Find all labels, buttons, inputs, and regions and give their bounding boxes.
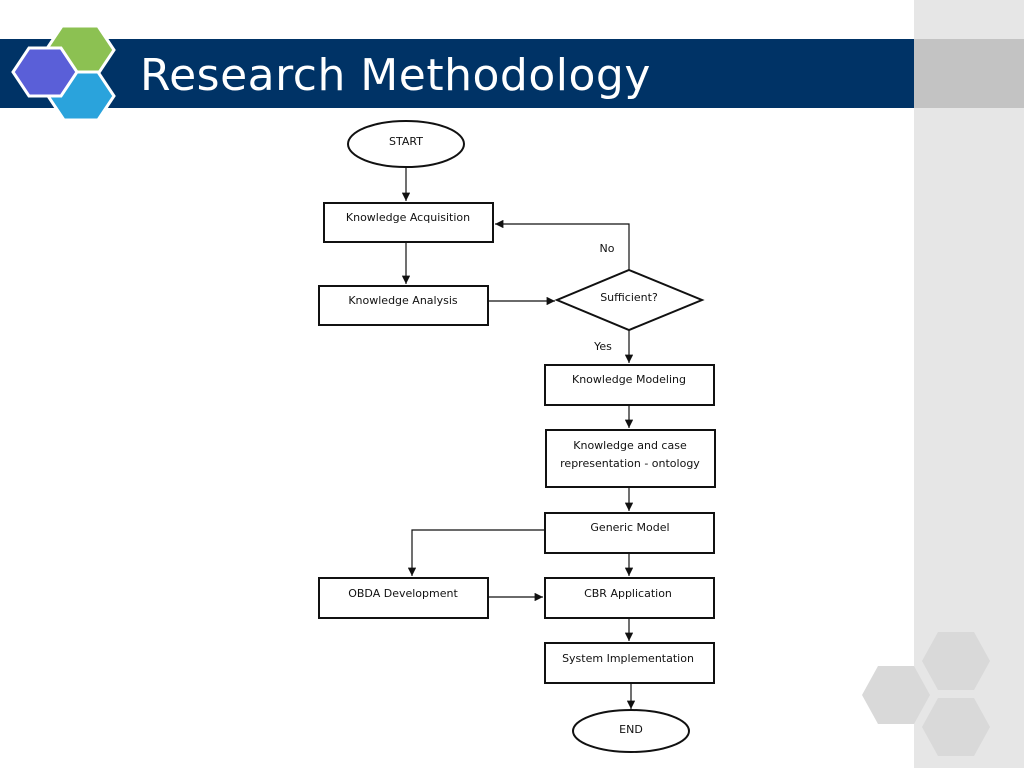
deco-hexagon-top (922, 632, 990, 690)
representation-label-line1: Knowledge and case (573, 439, 687, 452)
sufficient-label: Sufficient? (600, 291, 658, 304)
knowledge-analysis-node (318, 285, 489, 326)
knowledge-modeling-node (544, 364, 715, 406)
representation-node (545, 429, 716, 488)
decorative-hexagons (862, 632, 990, 756)
edge-sufficient-no-to-acquisition (495, 219, 630, 270)
start-node (347, 120, 465, 168)
representation-label-line2: representation - ontology (560, 457, 700, 470)
title-bar (0, 39, 914, 108)
generic-model-label: Generic Model (590, 521, 669, 534)
flowchart-labels: START Knowledge Acquisition Knowledge An… (346, 135, 700, 736)
end-label: END (619, 723, 643, 736)
end-node (572, 709, 690, 753)
knowledge-modeling-label: Knowledge Modeling (572, 373, 686, 386)
knowledge-acquisition-node (323, 202, 494, 243)
cbr-application-node (544, 577, 715, 619)
slide-title: Research Methodology (140, 50, 651, 101)
system-implementation-label: System Implementation (562, 652, 694, 665)
edge-generic-to-obda (407, 529, 545, 576)
obda-development-label: OBDA Development (348, 587, 458, 600)
logo-hexagons (11, 24, 116, 122)
deco-hexagon-left (862, 666, 930, 724)
flowchart-nodes (318, 120, 716, 753)
knowledge-acquisition-label: Knowledge Acquisition (346, 211, 470, 224)
cbr-application-label: CBR Application (584, 587, 672, 600)
generic-model-node (544, 512, 715, 554)
deco-hexagon-bottom (922, 698, 990, 756)
knowledge-analysis-label: Knowledge Analysis (348, 294, 458, 307)
sufficient-decision-node (554, 268, 705, 332)
flowchart-edges (401, 168, 636, 709)
obda-development-node (318, 577, 489, 619)
start-label: START (389, 135, 423, 148)
yes-label: Yes (593, 340, 612, 353)
no-label: No (600, 242, 615, 255)
hexagon-purple (11, 46, 79, 98)
system-implementation-node (544, 642, 715, 684)
right-title-band (914, 39, 1024, 108)
